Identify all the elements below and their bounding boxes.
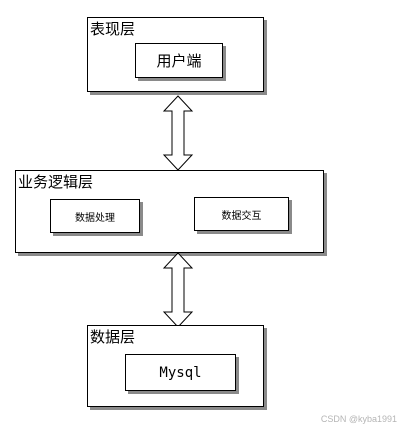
data-interaction-box: 数据交互 bbox=[194, 197, 289, 231]
logic-data-double-arrow bbox=[162, 252, 194, 328]
watermark-text: CSDN @kyba1991 bbox=[320, 414, 397, 424]
data-layer-title: 数据层 bbox=[90, 328, 136, 346]
mysql-component-box: Mysql bbox=[125, 354, 236, 391]
presentation-layer-title: 表现层 bbox=[90, 20, 136, 38]
data-processing-box: 数据处理 bbox=[50, 199, 140, 233]
presentation-layer-box: 表现层 用户端 bbox=[87, 17, 264, 92]
business-logic-layer-title: 业务逻辑层 bbox=[18, 173, 94, 191]
business-logic-layer-box: 业务逻辑层 数据处理 数据交互 bbox=[15, 170, 324, 253]
data-layer-box: 数据层 Mysql bbox=[87, 325, 264, 407]
client-component-box: 用户端 bbox=[135, 43, 223, 78]
presentation-logic-double-arrow bbox=[162, 95, 194, 171]
